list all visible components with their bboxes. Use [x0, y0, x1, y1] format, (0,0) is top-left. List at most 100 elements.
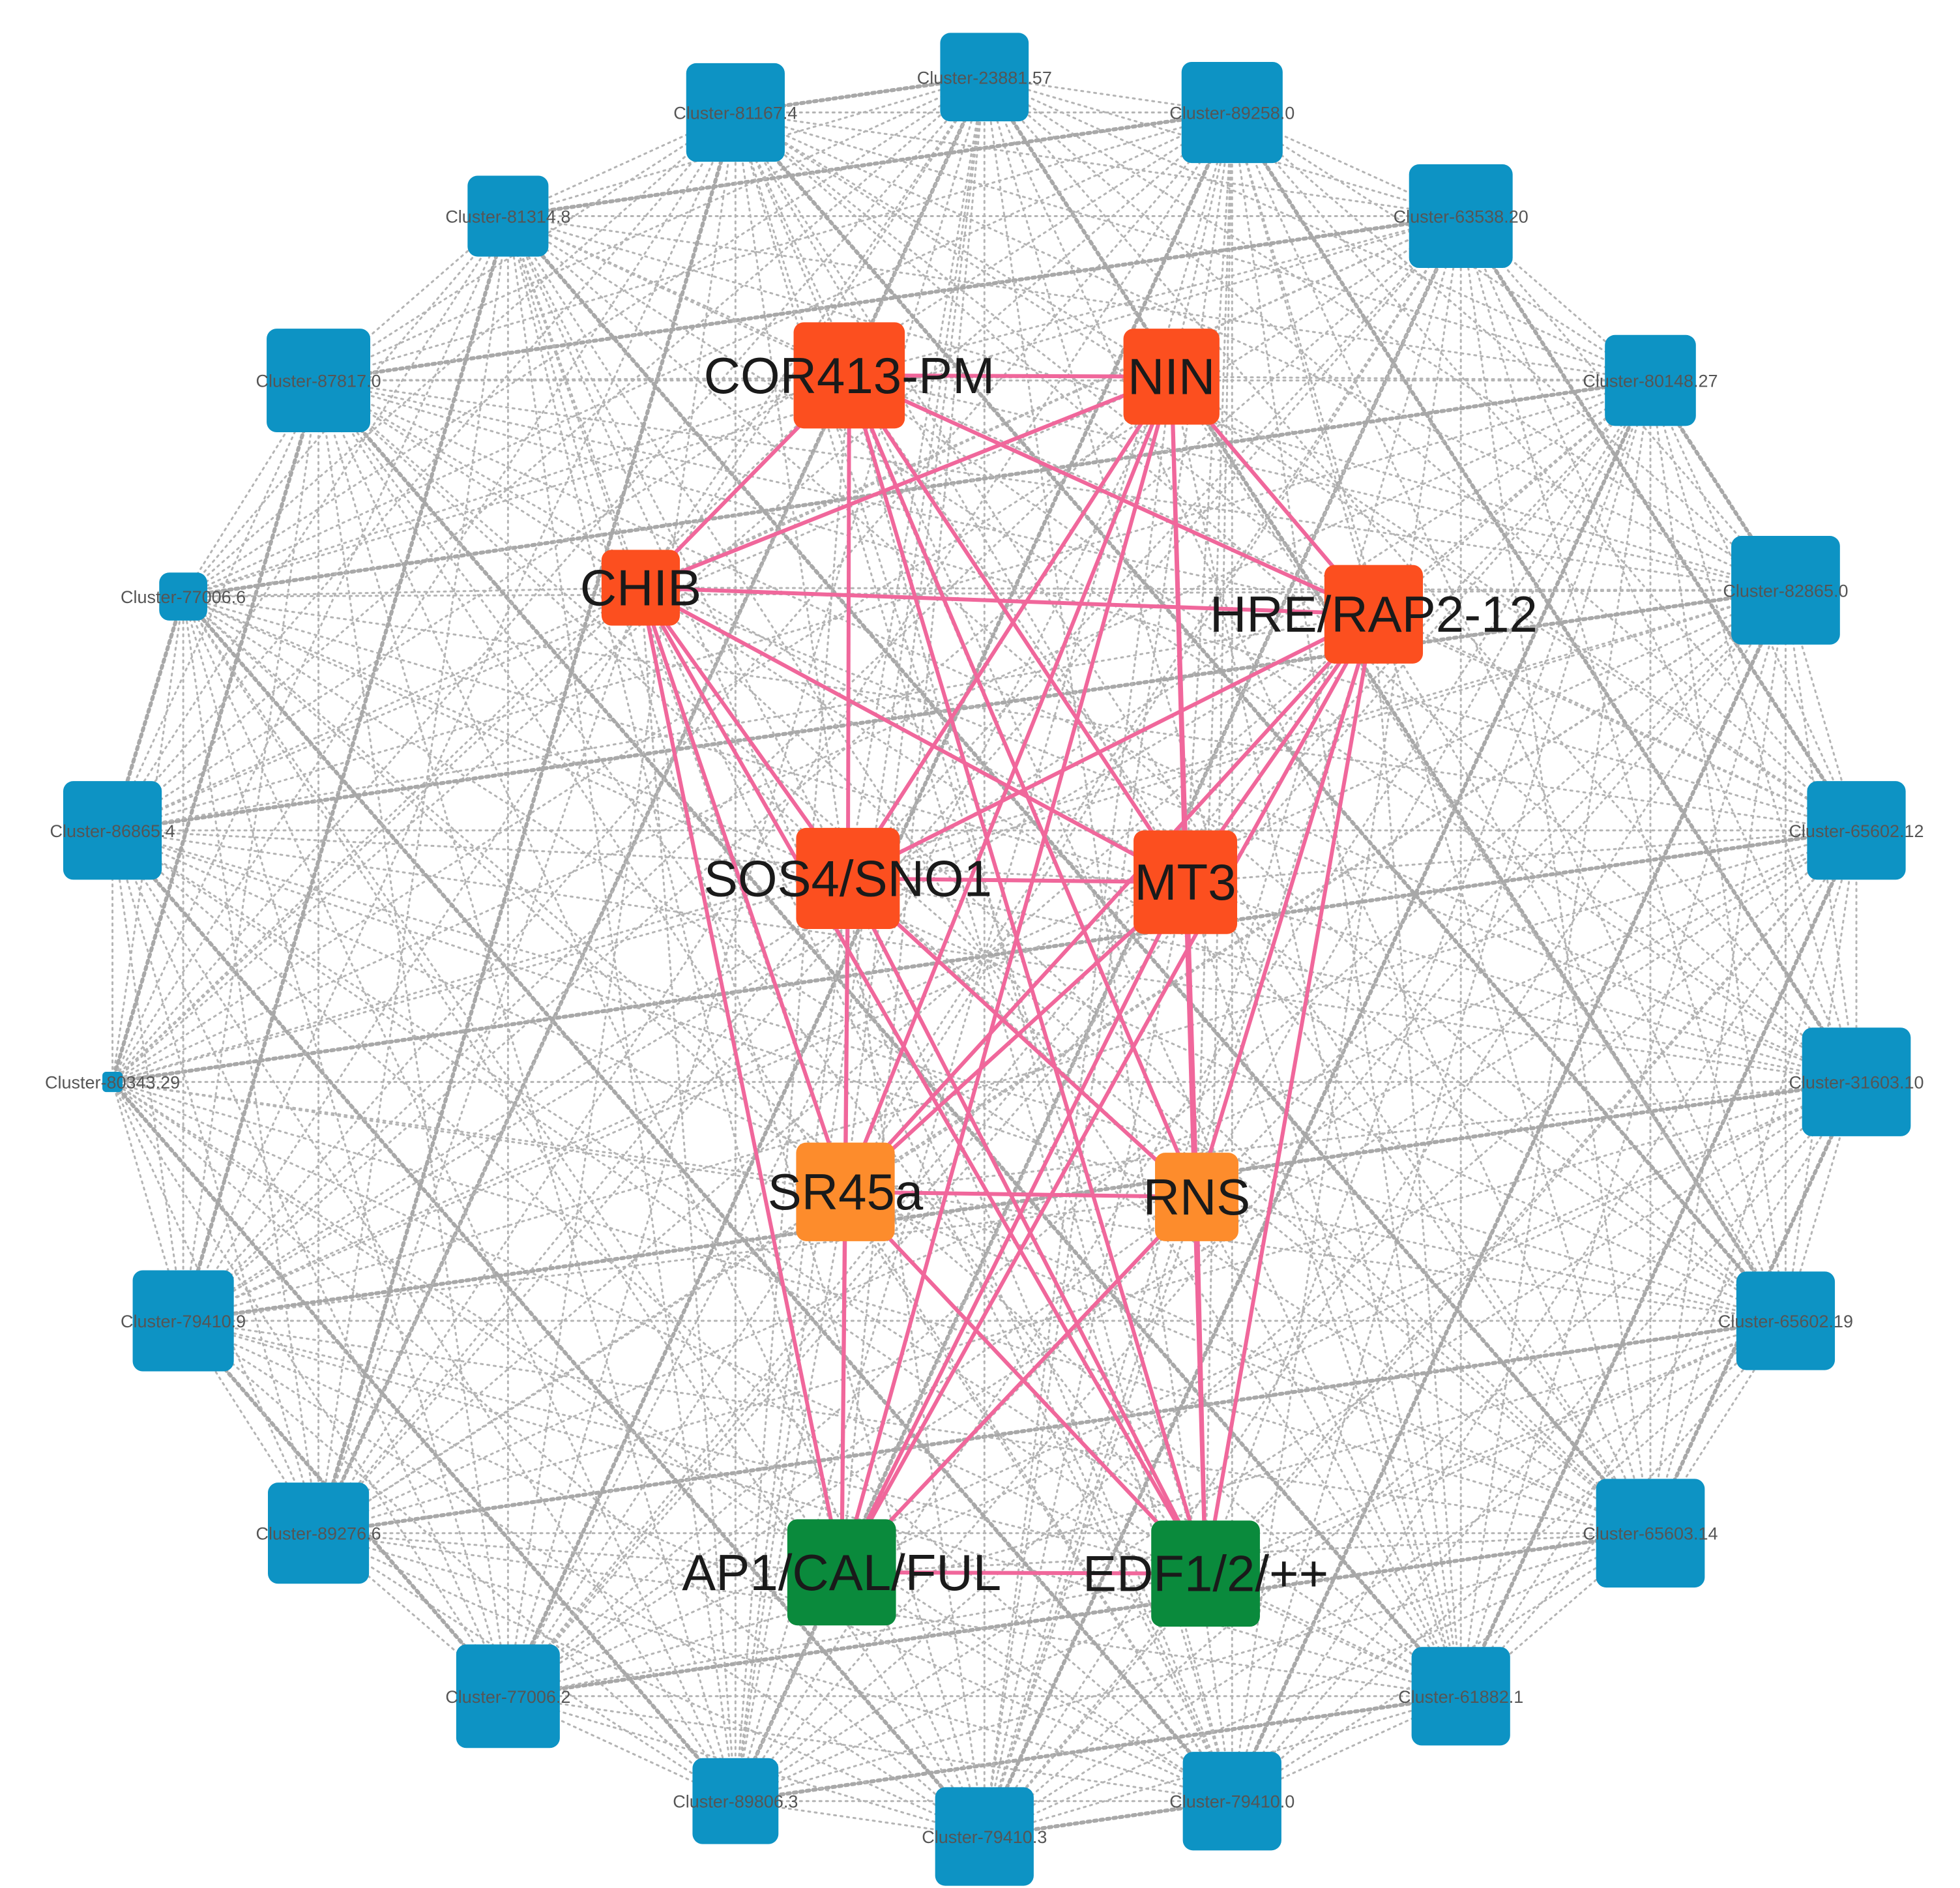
background-edge — [734, 1081, 1858, 1803]
background-edge — [182, 111, 737, 1322]
background-edge — [111, 215, 509, 832]
background-edge — [182, 376, 1173, 1322]
periphery-node-label: Cluster-89806.3 — [673, 1792, 798, 1812]
background-edge — [111, 829, 1233, 1803]
background-edge — [111, 111, 737, 832]
background-edge — [182, 589, 1787, 598]
background-edge — [182, 111, 737, 598]
core-node-label: MT3 — [1135, 853, 1236, 911]
core-edge-cor413-mt3 — [847, 374, 1188, 883]
background-edge — [1459, 1081, 1858, 1698]
background-edge — [182, 595, 320, 1535]
background-edge — [317, 1190, 847, 1535]
background-edge — [110, 828, 987, 1839]
background-edge — [182, 613, 1375, 1322]
periphery-node — [692, 1758, 779, 1844]
background-edge — [182, 595, 1858, 832]
background-edge — [1184, 881, 1787, 1322]
background-edge — [983, 76, 1652, 382]
background-edge — [506, 1531, 1653, 1698]
background-edge — [317, 379, 509, 1698]
periphery-node-label: Cluster-79410.3 — [922, 1827, 1047, 1847]
background-edge — [182, 1320, 1207, 1575]
background-edge — [1205, 829, 1858, 1575]
periphery-node-label: Cluster-81167.4 — [673, 104, 797, 123]
periphery-node-label: Cluster-79410.9 — [121, 1312, 246, 1331]
background-edge — [316, 110, 738, 1535]
background-edge — [111, 829, 737, 1803]
background-edge — [181, 214, 510, 1323]
background-edge — [847, 877, 1858, 1084]
background-edge — [317, 379, 1233, 1803]
background-edge — [317, 829, 1858, 1535]
background-edge — [182, 595, 1858, 1084]
background-edge — [317, 379, 1375, 615]
periphery-node-label: Cluster-80343.29 — [45, 1073, 180, 1093]
background-edge — [506, 215, 1858, 1084]
background-edge — [111, 829, 509, 1698]
background-edge — [1372, 613, 1858, 832]
background-edge — [111, 829, 184, 1322]
periphery-node — [1596, 1479, 1705, 1588]
core-node-label: COR413-PM — [704, 347, 995, 404]
background-edge — [506, 613, 1375, 1698]
periphery-node — [267, 329, 371, 433]
background-edge — [111, 613, 1375, 832]
background-edge — [506, 589, 1787, 1698]
periphery-node — [1802, 1027, 1911, 1136]
background-edge — [111, 1081, 847, 1193]
background-edge — [840, 76, 986, 1574]
background-edge — [111, 379, 320, 832]
core-node-hre — [1324, 565, 1424, 664]
background-edge — [317, 379, 1787, 591]
background-edge — [182, 595, 509, 1698]
background-edge — [1195, 829, 1858, 1198]
background-edge — [111, 374, 851, 1084]
background-edge — [111, 1081, 1652, 1535]
background-edge — [1170, 376, 1858, 832]
core-edge-sr45a-edf — [843, 1190, 1207, 1575]
background-edge — [506, 215, 843, 1574]
background-edge — [182, 595, 737, 1803]
periphery-node-label: Cluster-65603.14 — [1583, 1524, 1718, 1544]
background-edge — [111, 1081, 843, 1574]
background-edge — [1649, 589, 1787, 1535]
periphery-node — [935, 1787, 1034, 1886]
background-edge — [111, 379, 1652, 1084]
core-node-edf — [1151, 1520, 1260, 1627]
background-edge — [1195, 1196, 1462, 1698]
background-edge — [1230, 588, 1788, 1803]
periphery-node — [1411, 1647, 1510, 1746]
core-edge-chib-sr45a — [639, 587, 847, 1193]
background-edge — [983, 881, 1187, 1838]
background-edge — [182, 1320, 1462, 1698]
background-edge — [181, 378, 1653, 599]
periphery-node-label: Cluster-65602.19 — [1718, 1312, 1853, 1331]
core-node-label: NIN — [1128, 348, 1215, 406]
background-edge — [181, 595, 1235, 1803]
core-edge-sos4-mt3 — [847, 876, 1186, 885]
background-edge — [111, 829, 1787, 1322]
core-edge-sos4-edf — [846, 878, 1208, 1575]
periphery-node — [1736, 1271, 1836, 1370]
background-edge — [182, 1320, 986, 1838]
background-edge — [506, 110, 1235, 218]
background-edge — [182, 595, 986, 1838]
core-edge-sr45a-rns — [845, 1190, 1197, 1199]
background-edge — [182, 829, 1858, 1322]
background-edge — [182, 76, 986, 1322]
periphery-node — [467, 175, 549, 257]
periphery-node-label: Cluster-77006.2 — [445, 1687, 570, 1707]
periphery-node-label: Cluster-77006.6 — [121, 587, 246, 607]
background-edge — [182, 881, 1187, 1322]
background-edge — [1195, 111, 1233, 1198]
core-edge-chib-ap1 — [639, 587, 844, 1573]
background-edge — [111, 829, 1652, 1535]
background-edge — [844, 1190, 1652, 1535]
background-edge — [182, 595, 1787, 1322]
background-edge — [182, 215, 1462, 1322]
core-node-label: SOS4/SNO1 — [704, 849, 992, 907]
periphery-node — [456, 1644, 560, 1748]
periphery-node — [1807, 781, 1906, 880]
